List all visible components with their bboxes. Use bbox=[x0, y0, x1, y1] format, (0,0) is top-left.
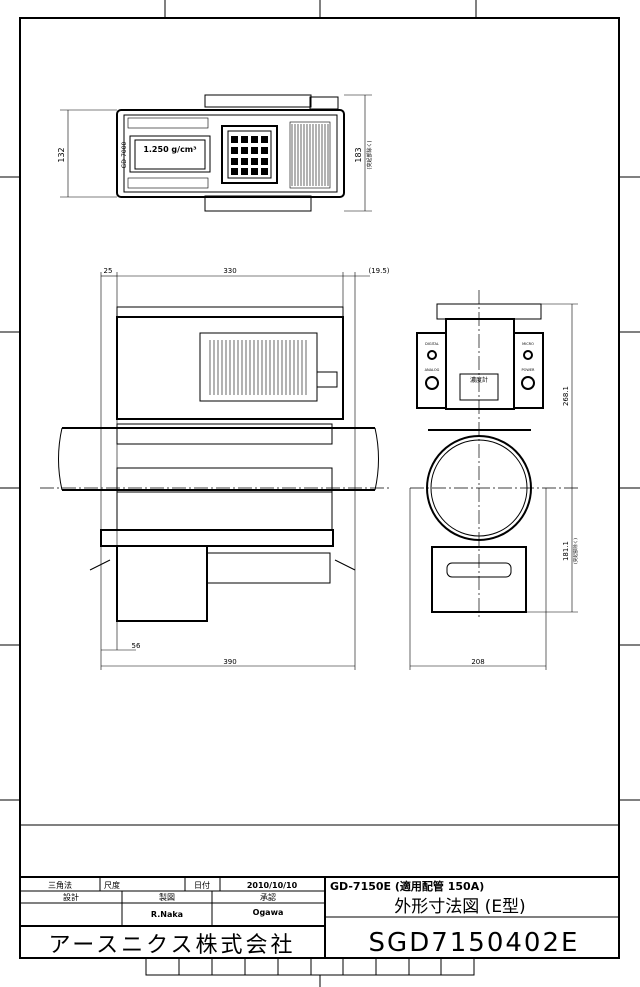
revision-boxes bbox=[145, 957, 475, 987]
drafting-label: 製図 bbox=[159, 892, 175, 902]
model-line: GD-7150E (適用配管 150A) bbox=[330, 879, 484, 893]
dim-total: 390 bbox=[223, 658, 236, 666]
dim-lower-note: (突起部除く) bbox=[572, 538, 579, 564]
title-block: 三角法 尺度 日付 2010/10/10 設計 製図 承認 R.Naka Oga… bbox=[20, 824, 619, 987]
front-view: 25 330 (19.5) 56 390 bbox=[40, 267, 390, 670]
approval-label: 承認 bbox=[260, 892, 276, 902]
label-analog: ANALOG bbox=[425, 368, 440, 372]
label-power: POWER bbox=[522, 368, 536, 372]
label-micro: MICRO bbox=[522, 342, 534, 346]
dim-left: 25 bbox=[104, 267, 113, 275]
date-value: 2010/10/10 bbox=[247, 881, 298, 890]
dim-top-note: (突起部除く) bbox=[366, 141, 373, 170]
projection-label: 三角法 bbox=[48, 880, 72, 890]
scale-label: 尺度 bbox=[104, 880, 120, 890]
frame-ticks bbox=[0, 0, 640, 801]
side-view: DIGITAL MICRO ANALOG POWER 濃度計 208 268.1… bbox=[409, 290, 580, 670]
dim-right: (19.5) bbox=[368, 267, 389, 275]
display-value: 1.250 g/cm³ bbox=[143, 145, 197, 154]
drafter-name: R.Naka bbox=[151, 910, 183, 919]
approver-name: Ogawa bbox=[253, 908, 284, 917]
dim-side-width: 208 bbox=[471, 658, 484, 666]
date-label: 日付 bbox=[194, 880, 210, 890]
drawing-title: 外形寸法図 (E型) bbox=[394, 897, 525, 917]
drawing-number: SGD7150402E bbox=[369, 928, 580, 958]
dim-upper: 268.1 bbox=[562, 386, 570, 406]
label-digital: DIGITAL bbox=[425, 342, 439, 346]
dim-top-width: 132 bbox=[57, 147, 66, 162]
dim-lower: 181.1 bbox=[562, 541, 570, 561]
top-view: GD-7000 1.250 g/cm³ 132 183 (突起部除く) bbox=[57, 94, 373, 212]
company-name: アースニクス株式会社 bbox=[49, 933, 296, 958]
dim-offset: 56 bbox=[132, 642, 141, 650]
dim-body: 330 bbox=[223, 267, 236, 275]
design-label: 設計 bbox=[63, 892, 79, 902]
model-label: GD-7000 bbox=[121, 141, 128, 168]
dim-top-height: 183 bbox=[354, 147, 363, 162]
